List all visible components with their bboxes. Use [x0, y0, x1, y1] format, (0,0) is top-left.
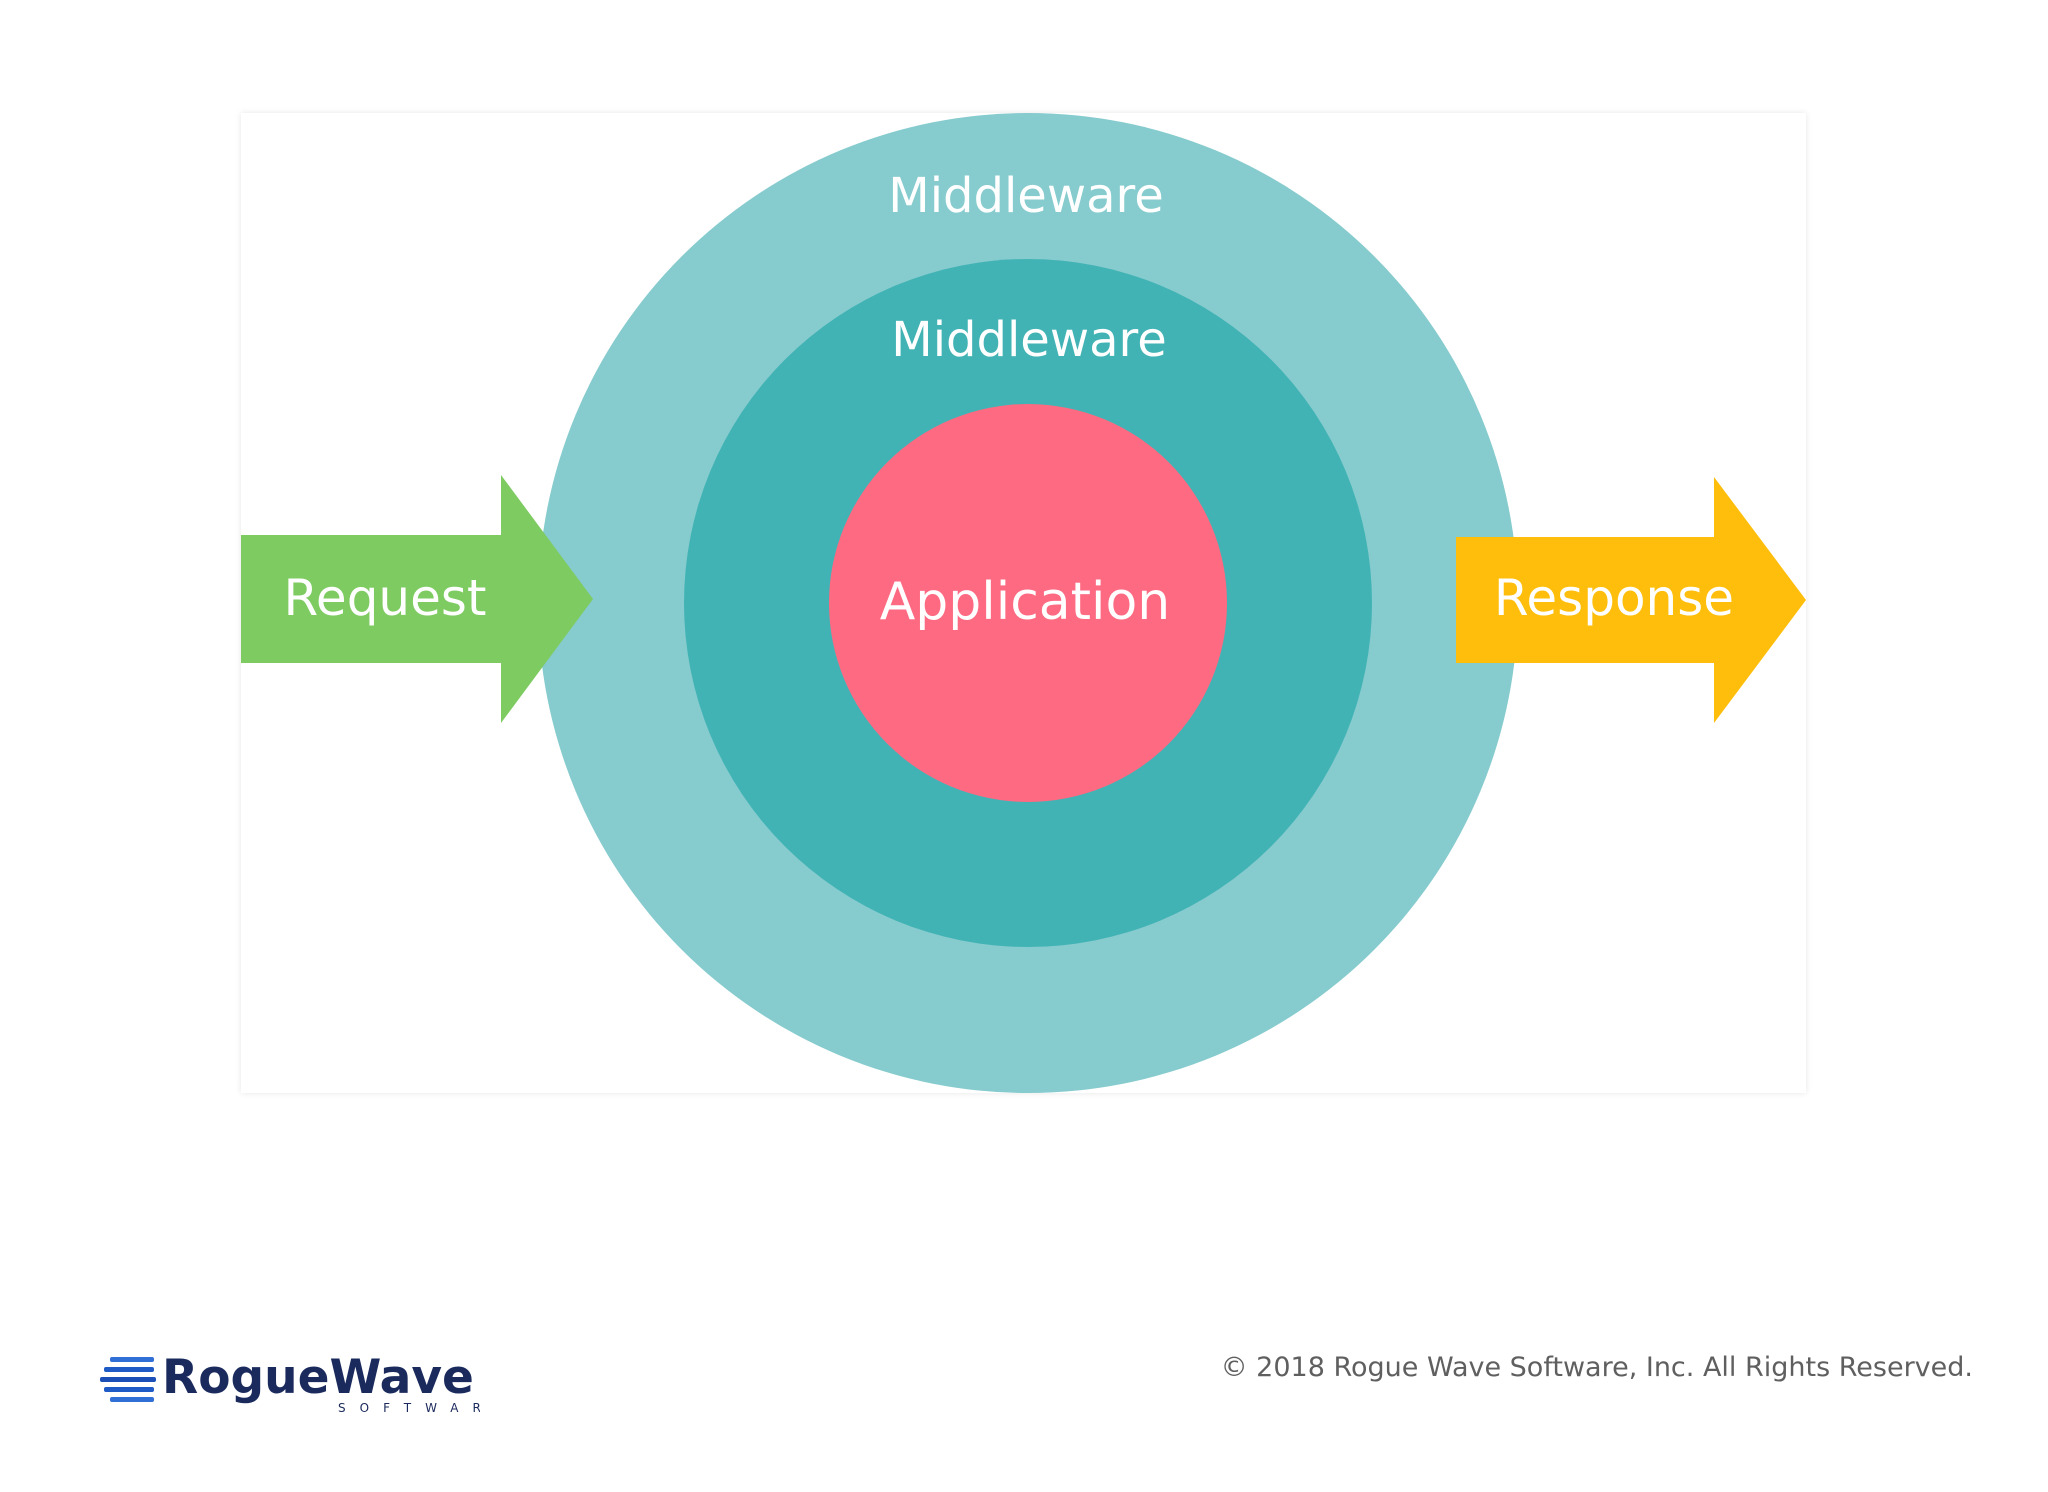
middleware-diagram-svg: Middleware Middleware Application Reques… [241, 113, 1806, 1093]
middleware-diagram: Middleware Middleware Application Reques… [241, 113, 1806, 1093]
response-arrow [1456, 477, 1806, 723]
request-arrow [241, 475, 593, 723]
copyright-text: © 2018 Rogue Wave Software, Inc. All Rig… [1220, 1352, 1973, 1383]
roguewave-logo: RogueWave SOFTWARE [100, 1350, 480, 1415]
application-label: Application [880, 572, 1171, 632]
application-core [829, 404, 1227, 802]
logo-subtitle: SOFTWARE [338, 1401, 480, 1415]
inner-middleware-label: Middleware [891, 312, 1166, 368]
logo-wordmark: RogueWave [162, 1350, 474, 1405]
response-label: Response [1494, 569, 1734, 627]
request-label: Request [283, 569, 486, 627]
wave-lines-icon [100, 1357, 156, 1402]
outer-middleware-label: Middleware [888, 168, 1163, 224]
